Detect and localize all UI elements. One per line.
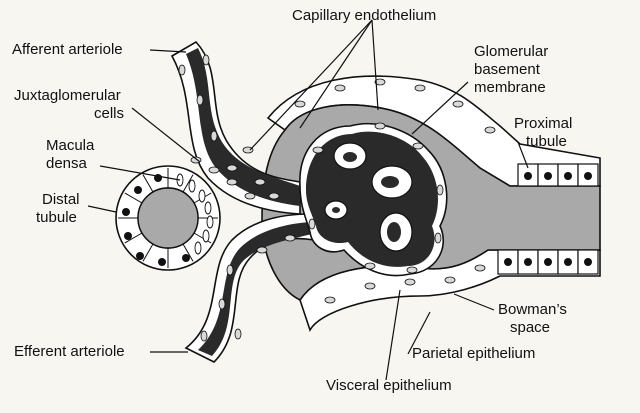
label-macula-1: Macula	[46, 137, 95, 154]
label-glomerular-1: Glomerular	[474, 43, 548, 60]
label-glomerular-3: membrane	[474, 79, 546, 96]
label-efferent-arteriole: Efferent arteriole	[14, 343, 125, 360]
label-bowman-1: Bowman’s	[498, 301, 567, 318]
label-distal-2: tubule	[36, 209, 77, 226]
juxtaglomerular-cells	[190, 156, 256, 200]
label-juxtaglomerular-2: cells	[94, 105, 124, 122]
label-distal-1: Distal	[42, 191, 80, 208]
label-macula-2: densa	[46, 155, 88, 172]
label-capillary-endothelium: Capillary endothelium	[292, 7, 436, 24]
distal-tubule	[115, 165, 221, 271]
labels: Capillary endothelium Afferent arteriole…	[12, 7, 572, 394]
label-proximal-1: Proximal	[514, 115, 572, 132]
label-glomerular-2: basement	[474, 61, 541, 78]
label-juxtaglomerular-1: Juxtaglomerular	[14, 87, 121, 104]
label-visceral-epithelium: Visceral epithelium	[326, 377, 452, 394]
label-parietal-epithelium: Parietal epithelium	[412, 345, 535, 362]
label-proximal-2: tubule	[526, 133, 567, 150]
label-bowman-2: space	[510, 319, 550, 336]
glomerular-capillary-tuft	[299, 122, 448, 277]
pointer-lines	[87, 19, 529, 381]
label-afferent-arteriole: Afferent arteriole	[12, 41, 123, 58]
